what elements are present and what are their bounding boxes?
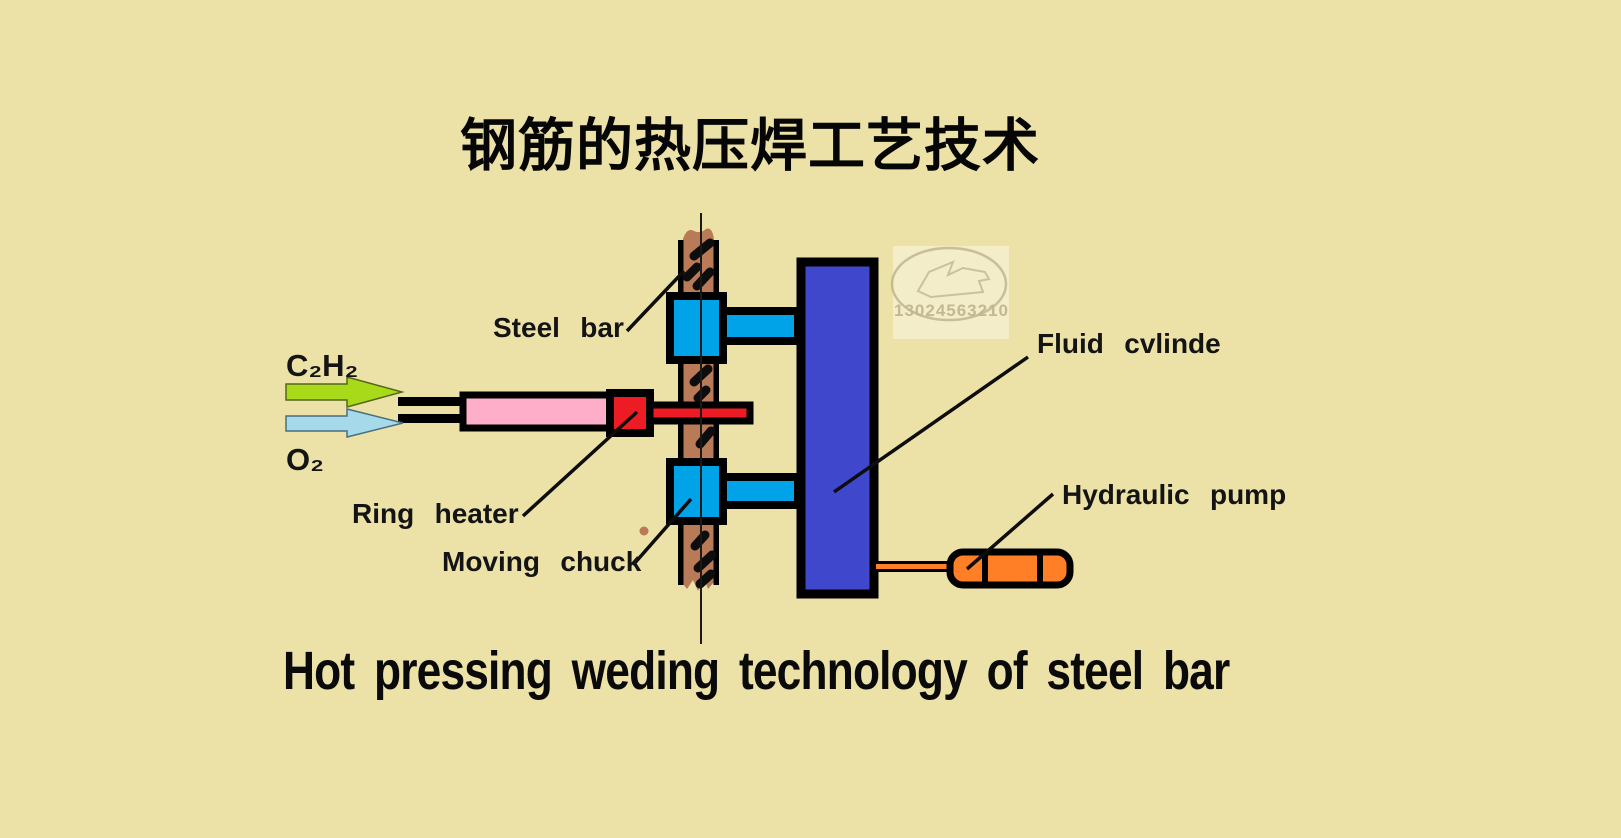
watermark xyxy=(890,246,1009,339)
page-title: 钢筋的热压焊工艺技术 xyxy=(460,114,1040,178)
gas-tube-top xyxy=(398,397,464,406)
watermark-panel xyxy=(893,246,1009,339)
moving-chuck-label: Moving chuck xyxy=(442,546,642,577)
steel-bar-label: Steel bar xyxy=(493,312,624,343)
top-chuck-arm xyxy=(719,307,802,345)
hydraulic-pump-label: Hydraulic pump xyxy=(1062,479,1287,510)
leader-lines xyxy=(521,269,1055,571)
watermark-phone: 13024563210 xyxy=(894,301,1010,320)
watermark-logo-icon xyxy=(916,260,991,299)
pump-hose-core xyxy=(876,564,950,569)
bottom-chuck-arm xyxy=(719,473,802,509)
watermark-oval-icon xyxy=(890,246,1008,322)
fluid-cylinder-label: Fluid cvlinde xyxy=(1037,328,1221,359)
c2h2-arrow-icon xyxy=(285,376,405,408)
paint-speck xyxy=(639,526,649,536)
ring-heater-label: Ring heater xyxy=(352,498,519,529)
ring-heater-leader xyxy=(521,410,639,518)
torch-body xyxy=(459,391,614,432)
moving-chuck-leader xyxy=(631,497,693,567)
steel-bar-leader xyxy=(625,269,686,333)
caption-title: Hot pressing weding technology of steel … xyxy=(283,641,1230,701)
hydraulic-pump-leader xyxy=(965,492,1055,571)
ring-heater-shape xyxy=(606,389,654,437)
c2h2-gas-label: C₂H₂ xyxy=(286,348,359,383)
gas-tube-bottom xyxy=(398,414,464,423)
fluid-cylinder-shape xyxy=(796,257,879,599)
top-chuck xyxy=(666,292,727,364)
fluid-cylinder-leader xyxy=(833,355,1029,494)
o2-gas-label: O₂ xyxy=(286,442,324,477)
o2-arrow-icon xyxy=(285,408,404,438)
